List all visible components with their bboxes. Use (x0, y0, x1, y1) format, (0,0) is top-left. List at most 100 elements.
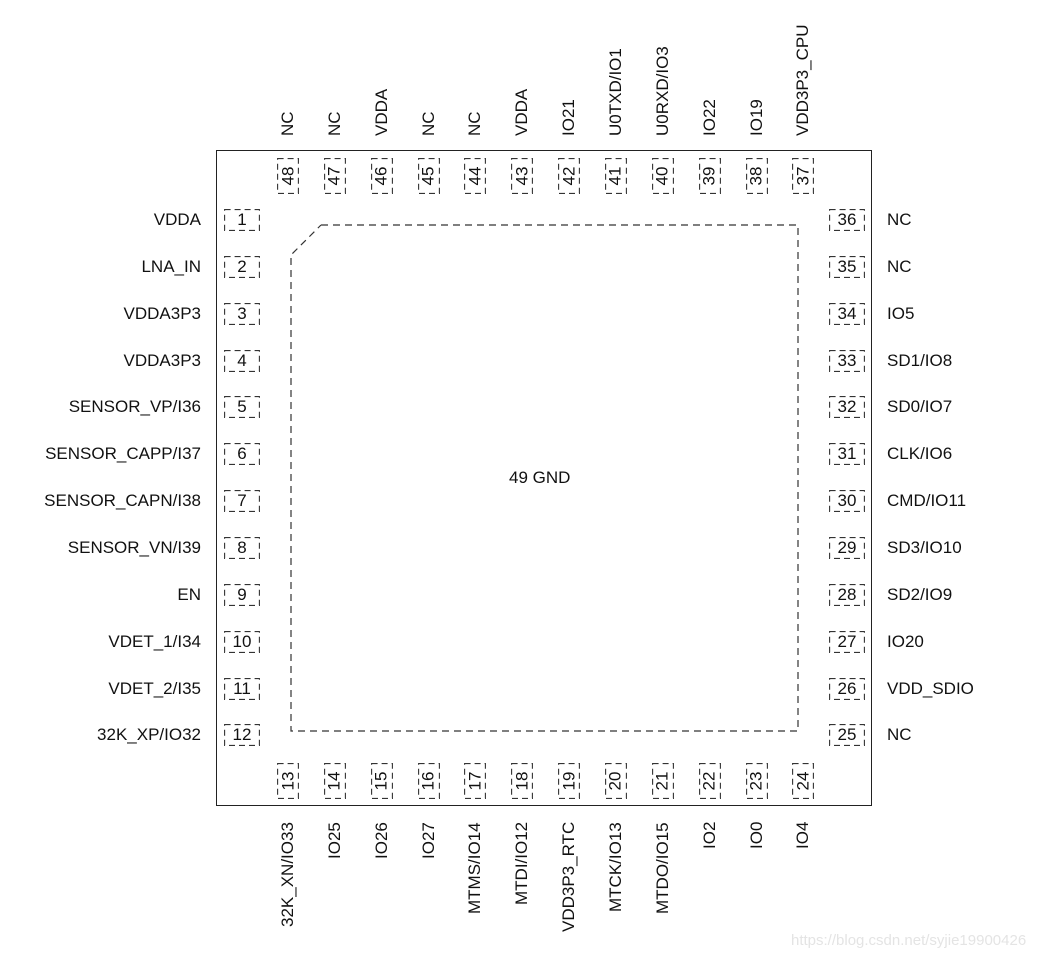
pin-name-label: SD2/IO9 (887, 584, 953, 604)
pin-name-label: VDD3P3_CPU (793, 24, 813, 137)
pin-number: 40 (652, 166, 672, 186)
pin-number-box: 5 (224, 396, 260, 419)
pin-number: 13 (277, 771, 297, 791)
pin-number-box: 7 (224, 490, 260, 513)
pin-number: 11 (233, 678, 251, 698)
pin-number-box: 4 (224, 349, 260, 372)
pin-number: 30 (837, 491, 857, 511)
pin-name-label: IO27 (418, 822, 438, 859)
pin-name-label: NC (887, 210, 912, 229)
pin-name-label: VDET_2/I35 (108, 678, 201, 698)
pin-number-box: 48 (277, 158, 299, 194)
pin-number-box: 6 (224, 443, 260, 466)
pin-number: 47 (324, 166, 344, 186)
pin-number: 14 (324, 771, 344, 791)
pin-number-box: 46 (370, 158, 393, 194)
pin-number-box: 27 (829, 630, 865, 653)
pin-number: 42 (559, 166, 579, 186)
pin-number-box: 34 (829, 302, 865, 325)
pin-number: 9 (237, 584, 247, 604)
pin-number: 41 (605, 166, 625, 186)
pin-number: 46 (371, 166, 391, 186)
pin-number-box: 10 (224, 630, 260, 653)
pin-number: 7 (237, 491, 247, 511)
pin-number-box: 17 (464, 763, 487, 799)
pin-number-box: 19 (558, 763, 581, 799)
pin-name-label: SENSOR_CAPN/I38 (44, 491, 201, 511)
pin-number: 38 (746, 166, 766, 186)
pin-number: 20 (605, 771, 625, 791)
pin-number: 17 (465, 771, 485, 791)
pin-name-label: IO5 (887, 303, 915, 323)
pin-number-box: 3 (224, 302, 260, 325)
pin-name-label: VDD3P3_RTC (559, 822, 579, 933)
pin-number-box: 20 (604, 763, 627, 799)
pin-number-box: 2 (224, 255, 260, 278)
pin-name-label: EN (177, 584, 201, 604)
pin-name-label: U0RXD/IO3 (652, 46, 672, 136)
watermark-url: https://blog.csdn.net/syjie19900426 (791, 932, 1027, 949)
chip-package-outline (216, 150, 872, 806)
pin-number: 39 (699, 166, 719, 186)
pin-number: 22 (699, 771, 719, 791)
pin-number-box: 32 (829, 396, 865, 419)
pin-number-box: 14 (323, 763, 346, 799)
pin-number: 33 (837, 350, 857, 370)
pin-number-box: 25 (829, 724, 865, 747)
ground-pad-label: 49 GND (509, 468, 571, 487)
pin-name-label: NC (887, 725, 912, 745)
pin-number: 12 (232, 725, 252, 745)
pin-number-box: 18 (511, 763, 534, 799)
pin-name-label: SENSOR_CAPP/I37 (45, 444, 201, 464)
pin-name-label: IO0 (746, 822, 766, 850)
pin-name-label: 32K_XN/IO33 (278, 822, 297, 927)
pin-name-label: VDD_SDIO (887, 678, 974, 698)
pin-name-label: SD0/IO7 (887, 397, 953, 417)
pin-number: 31 (837, 444, 857, 464)
pin-number-box: 43 (511, 158, 534, 194)
pin-number: 27 (837, 631, 857, 651)
pin-number-box: 24 (792, 763, 815, 799)
pin-name-label: MTMS/IO14 (465, 822, 485, 914)
pin-number: 34 (837, 303, 857, 323)
pin-number: 25 (837, 725, 857, 745)
pin-number-box: 8 (224, 536, 260, 559)
pin-number: 48 (277, 166, 297, 186)
pin-number-box: 16 (417, 763, 440, 799)
pin-name-label: MTDI/IO12 (512, 822, 532, 906)
pin-number: 26 (837, 678, 857, 698)
pin-number-box: 38 (745, 158, 768, 194)
pin-number: 18 (512, 771, 532, 791)
pin-name-label: NC (465, 111, 485, 136)
pin-name-label: IO4 (793, 822, 813, 850)
pin-name-label: IO21 (559, 99, 579, 136)
pin-name-label: MTCK/IO13 (605, 822, 625, 912)
pin-name-label: 32K_XP/IO32 (97, 725, 201, 745)
pin-number-box: 21 (651, 763, 674, 799)
pin-number: 36 (837, 210, 857, 229)
pin-number: 8 (237, 537, 247, 557)
pin-name-label: NC (278, 111, 297, 136)
pin-number: 23 (746, 771, 766, 791)
pin-number-box: 15 (370, 763, 393, 799)
pin-name-label: IO20 (887, 631, 924, 651)
pin-name-label: IO22 (699, 99, 719, 136)
pin-number: 15 (371, 771, 391, 791)
pin-name-label: LNA_IN (141, 256, 201, 276)
pin-number: 43 (512, 166, 532, 186)
pin-number-box: 39 (698, 158, 721, 194)
pin-number-box: 23 (745, 763, 768, 799)
pin-number-box: 22 (698, 763, 721, 799)
pin-number-box: 37 (792, 158, 815, 194)
pin-number-box: 45 (417, 158, 440, 194)
pin-number-box: 44 (464, 158, 487, 194)
pin-name-label: VDET_1/I34 (108, 631, 201, 651)
pin-number: 16 (418, 771, 438, 791)
pin-number: 35 (837, 256, 857, 276)
pin-name-label: IO26 (371, 822, 391, 859)
pin-number-box: 31 (829, 443, 865, 466)
pin-name-label: SD3/IO10 (887, 537, 962, 557)
pin-number: 37 (793, 166, 813, 186)
pin-number-box: 12 (224, 724, 260, 747)
